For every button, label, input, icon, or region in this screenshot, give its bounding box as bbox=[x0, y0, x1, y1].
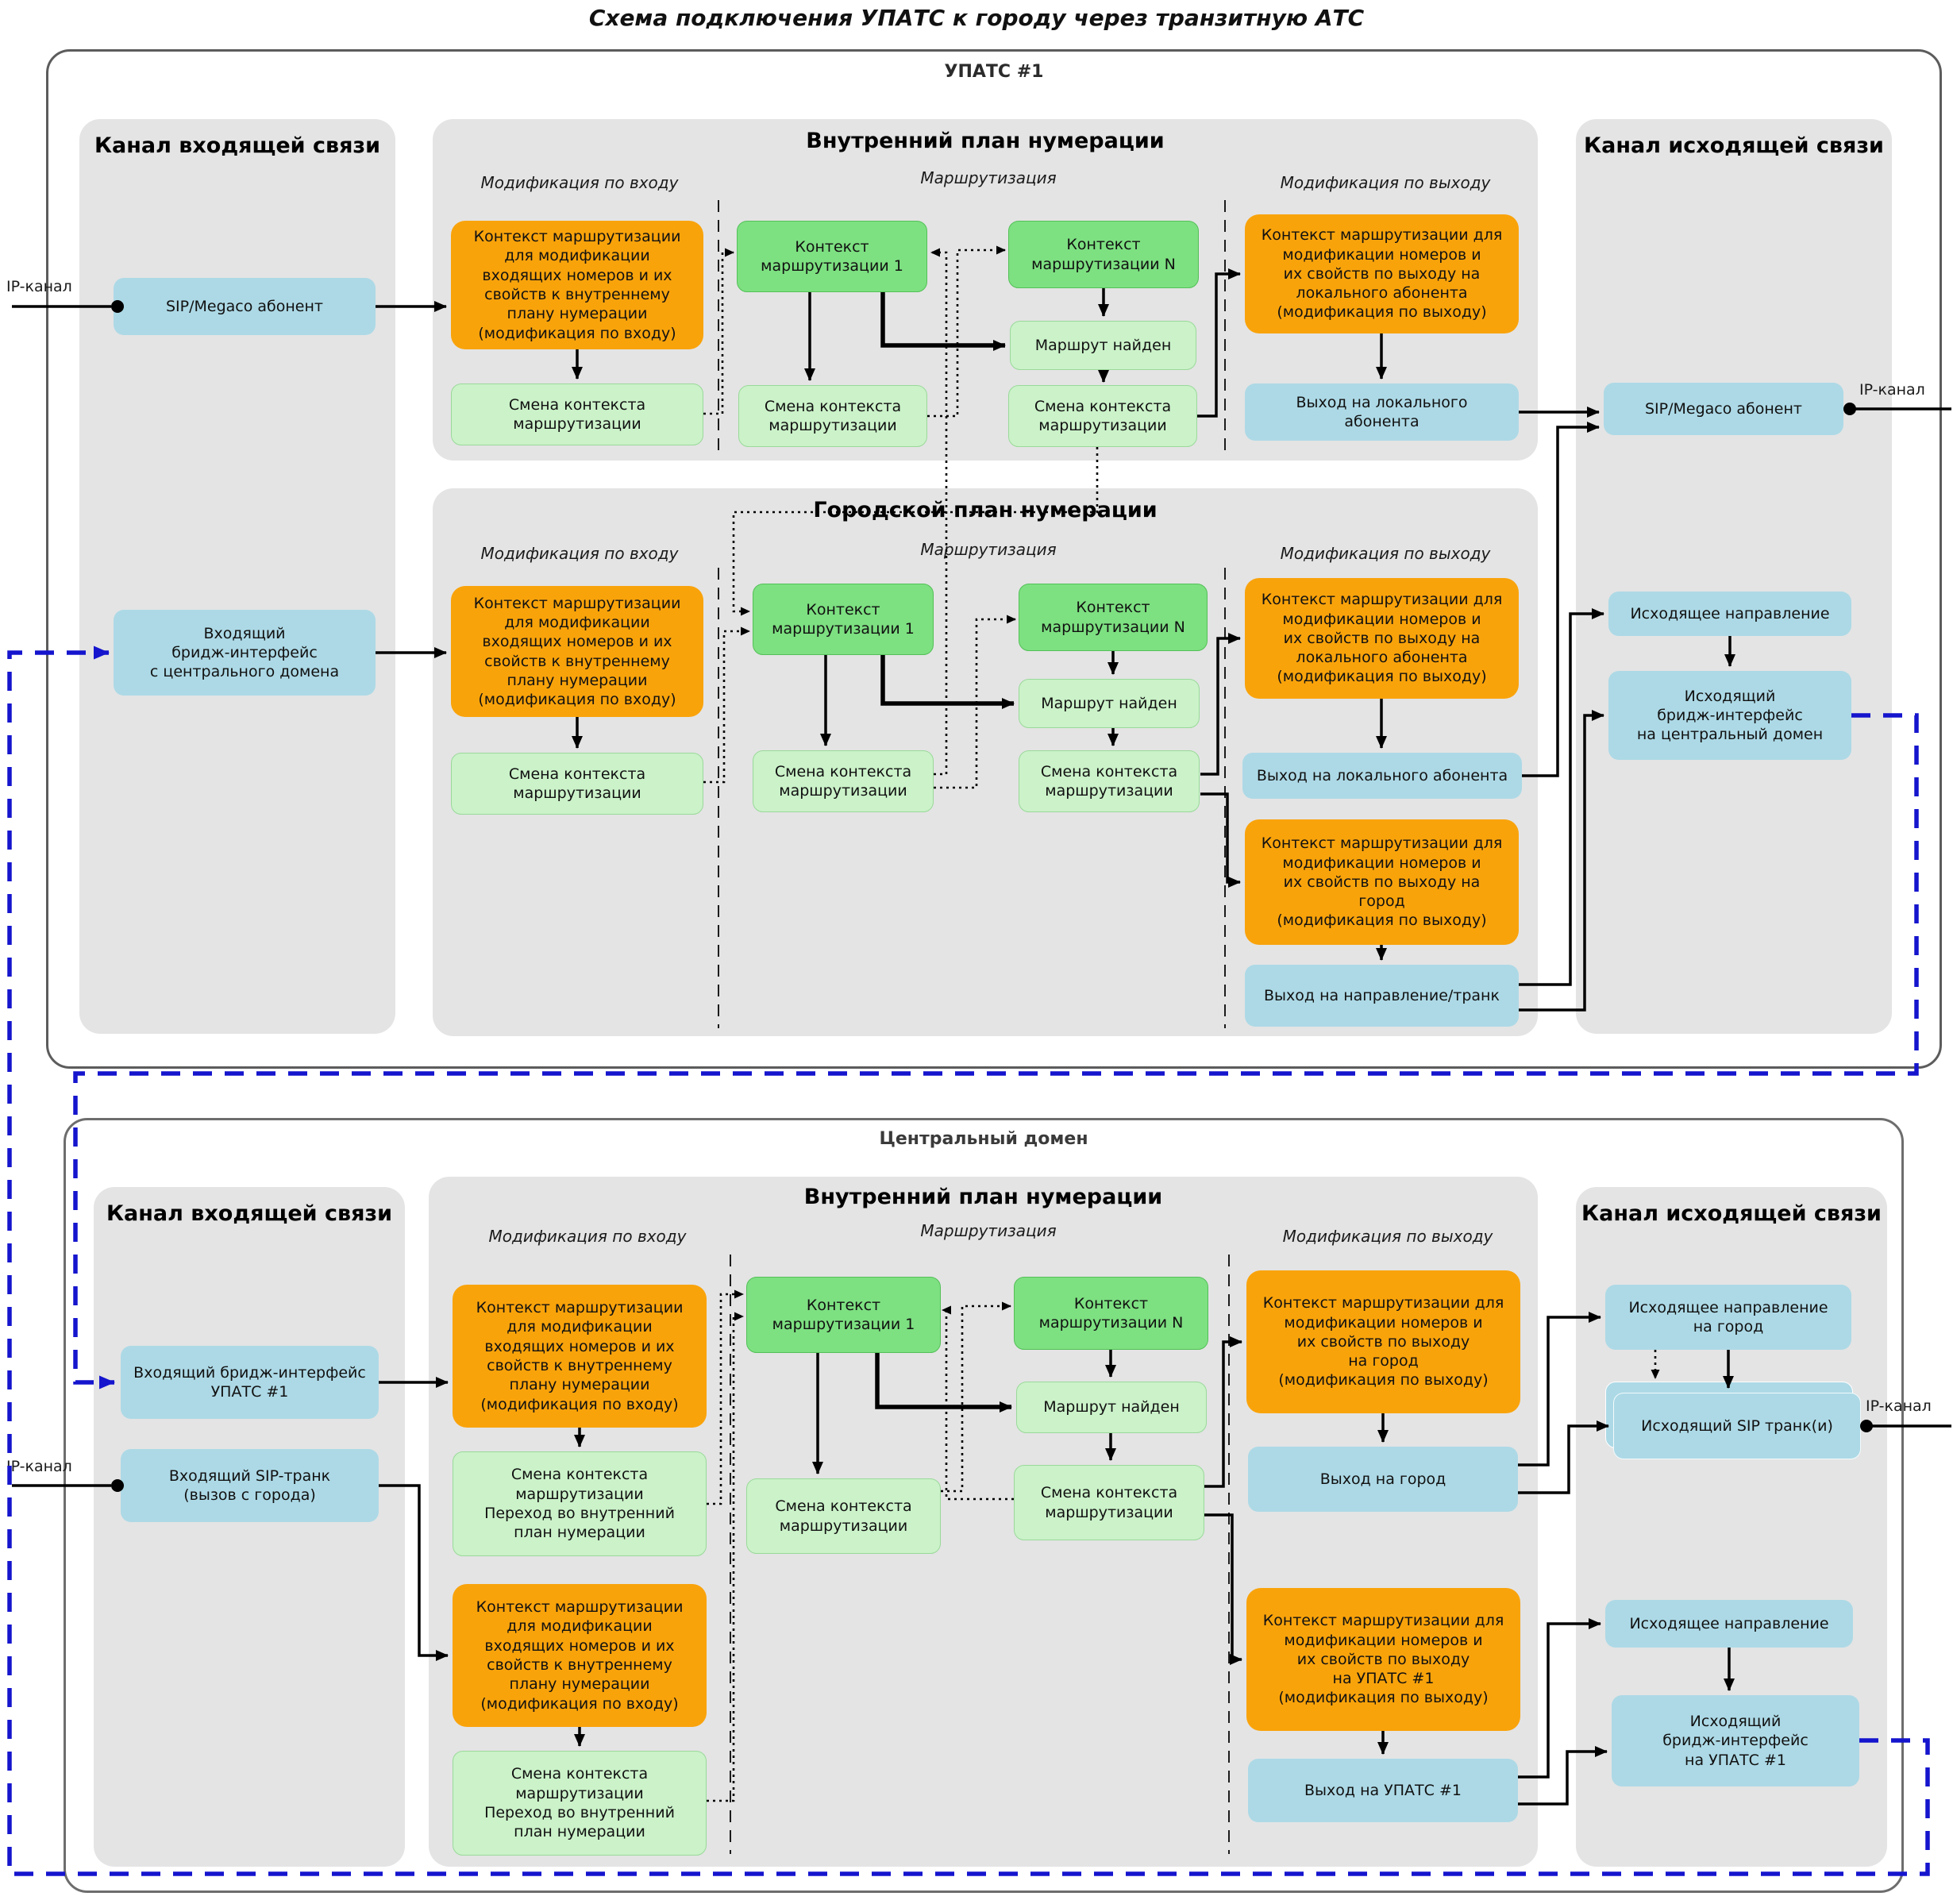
diagram-title: Схема подключения УПАТС к городу через т… bbox=[588, 5, 1365, 31]
upats-out-channel-panel bbox=[1576, 119, 1892, 1034]
central-ctx1: Контекст маршрутизации 1 bbox=[746, 1277, 941, 1353]
ip-label-bottom-right: IP-канал bbox=[1866, 1397, 1932, 1415]
upats-internal-col-in: Модификация по входу bbox=[480, 173, 679, 192]
sip-megaco-subscriber-in: SIP/Megaco абонент bbox=[114, 278, 376, 335]
upats-city-exit-local: Выход на локального абонента bbox=[1242, 753, 1522, 799]
central-ctx-in-1: Контекст маршрутизации для модификации в… bbox=[453, 1285, 707, 1428]
upats-internal-ctx1: Контекст маршрутизации 1 bbox=[737, 221, 927, 292]
central-container-label: Центральный домен bbox=[879, 1129, 1088, 1149]
central-in-channel-title: Канал входящей связи bbox=[106, 1201, 393, 1226]
central-ctx-out-city: Контекст маршрутизации для модификации н… bbox=[1246, 1270, 1520, 1413]
central-col-in: Модификация по входу bbox=[488, 1227, 687, 1246]
out-direction-city: Исходящее направление на город bbox=[1605, 1285, 1851, 1350]
central-ctx-change-plan-2: Смена контекста маршрутизации Переход во… bbox=[453, 1751, 707, 1856]
upats-internal-ctxN: Контекст маршрутизации N bbox=[1008, 221, 1199, 288]
central-out-channel-title: Канал исходящей связи bbox=[1581, 1201, 1882, 1226]
central-ctx-change-plan-1: Смена контекста маршрутизации Переход во… bbox=[453, 1451, 707, 1556]
central-out-direction: Исходящее направление bbox=[1605, 1600, 1853, 1648]
ip-label-top-left: IP-канал bbox=[6, 278, 72, 295]
upats-internal-route-found: Маршрут найден bbox=[1010, 321, 1196, 370]
upats-internal-plan-title: Внутренний план нумерации bbox=[806, 129, 1165, 153]
upats-city-col-out: Модификация по выходу bbox=[1280, 544, 1491, 563]
upats-internal-ctx-change2: Смена контекста маршрутизации bbox=[738, 385, 927, 447]
upats-city-ctx1: Контекст маршрутизации 1 bbox=[753, 584, 934, 655]
ip-label-bottom-left: IP-канал bbox=[6, 1458, 72, 1475]
central-in-channel-panel bbox=[94, 1187, 405, 1867]
upats-out-direction: Исходящее направление bbox=[1608, 592, 1851, 636]
sip-megaco-subscriber-out: SIP/Megaco абонент bbox=[1604, 383, 1843, 435]
upats-in-channel-panel bbox=[79, 119, 395, 1034]
central-ctxN: Контекст маршрутизации N bbox=[1014, 1277, 1208, 1350]
upats-container-label: УПАТС #1 bbox=[944, 62, 1044, 82]
upats-in-channel-title: Канал входящей связи bbox=[94, 133, 381, 158]
upats-city-ctx-out-city: Контекст маршрутизации для модификации н… bbox=[1245, 819, 1519, 945]
upats-city-plan-title: Городской план нумерации bbox=[813, 498, 1158, 522]
upats-city-col-in: Модификация по входу bbox=[480, 544, 679, 563]
upats-city-ctx-out-local: Контекст маршрутизации для модификации н… bbox=[1245, 578, 1519, 699]
out-sip-trunk: Исходящий SIP транк(и) bbox=[1613, 1393, 1861, 1459]
central-exit-city: Выход на город bbox=[1248, 1447, 1518, 1512]
in-bridge-upats1: Входящий бридж-интерфейс УПАТС #1 bbox=[121, 1346, 379, 1419]
ip-label-top-right: IP-канал bbox=[1859, 381, 1925, 399]
upats-city-ctxN: Контекст маршрутизации N bbox=[1019, 584, 1208, 651]
upats-internal-ctx-in: Контекст маршрутизации для модификации в… bbox=[451, 221, 703, 349]
in-bridge-from-central: Входящий бридж-интерфейс с центрального … bbox=[114, 610, 376, 696]
central-ctx-in-2: Контекст маршрутизации для модификации в… bbox=[453, 1584, 707, 1727]
upats-internal-ctx-change: Смена контекста маршрутизации bbox=[451, 383, 703, 445]
central-exit-upats: Выход на УПАТС #1 bbox=[1248, 1759, 1518, 1822]
upats-city-exit-dir-trunk: Выход на направление/транк bbox=[1245, 965, 1519, 1027]
central-route-found: Маршрут найден bbox=[1016, 1382, 1207, 1433]
upats-city-ctx-change: Смена контекста маршрутизации bbox=[451, 753, 703, 815]
out-bridge-to-central: Исходящий бридж-интерфейс на центральный… bbox=[1608, 671, 1851, 760]
upats-city-route-found: Маршрут найден bbox=[1019, 679, 1200, 728]
central-ctx-out-upats: Контекст маршрутизации для модификации н… bbox=[1246, 1588, 1520, 1731]
upats-internal-col-out: Модификация по выходу bbox=[1280, 173, 1491, 192]
upats-internal-ctx-change3: Смена контекста маршрутизации bbox=[1008, 385, 1197, 447]
out-bridge-to-upats1: Исходящий бридж-интерфейс на УПАТС #1 bbox=[1612, 1695, 1859, 1786]
upats-city-ctx-in: Контекст маршрутизации для модификации в… bbox=[451, 586, 703, 717]
upats-city-ctx-change2: Смена контекста маршрутизации bbox=[753, 750, 934, 812]
upats-city-col-route: Маршрутизация bbox=[920, 540, 1057, 559]
central-ctx-change2: Смена контекста маршрутизации bbox=[746, 1478, 941, 1554]
central-col-out: Модификация по выходу bbox=[1282, 1227, 1493, 1246]
central-ctx-change3: Смена контекста маршрутизации bbox=[1014, 1465, 1204, 1540]
upats-internal-exit-local: Выход на локального абонента bbox=[1245, 383, 1519, 441]
upats-city-ctx-change3: Смена контекста маршрутизации bbox=[1019, 750, 1200, 812]
central-col-route: Маршрутизация bbox=[920, 1221, 1057, 1240]
upats-out-channel-title: Канал исходящей связи bbox=[1584, 133, 1884, 158]
upats-internal-ctx-out-local: Контекст маршрутизации для модификации н… bbox=[1245, 214, 1519, 333]
upats-internal-col-route: Маршрутизация bbox=[920, 168, 1057, 187]
in-sip-trunk: Входящий SIP-транк (вызов с города) bbox=[121, 1449, 379, 1522]
central-internal-plan-title: Внутренний план нумерации bbox=[803, 1185, 1163, 1209]
